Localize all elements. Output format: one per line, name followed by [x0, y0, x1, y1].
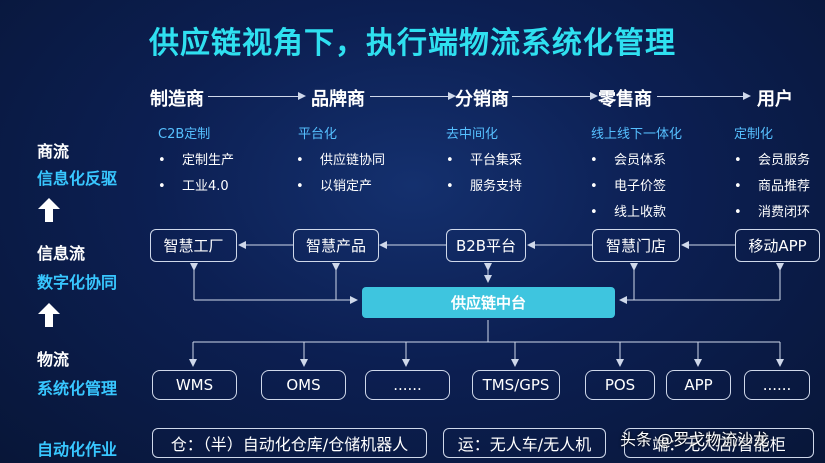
list-item: 工业4.0: [158, 174, 234, 200]
page-title: 供应链视角下，执行端物流系统化管理: [149, 26, 676, 61]
up-arrow-icon: [38, 198, 60, 222]
list-item: 会员服务: [734, 148, 810, 174]
automation-warehouse: 仓：（半）自动化仓库/仓储机器人: [152, 428, 427, 458]
column-head-platform: 平台化: [298, 127, 338, 142]
platform-smart-product: 智慧产品: [293, 229, 379, 262]
column-head-disintermediation: 去中间化: [446, 127, 499, 142]
list-item: 服务支持: [446, 174, 522, 200]
left-label-logistics: 物流: [37, 350, 70, 369]
left-label-information-flow: 信息流: [37, 244, 86, 263]
stage-arrow-head-1: [298, 92, 306, 100]
stage-arrow-3: [512, 96, 592, 97]
automation-transport: 运：无人车/无人机: [443, 428, 606, 458]
column-head-customization: 定制化: [734, 127, 774, 142]
left-label-digital-collab: 数字化协同: [37, 273, 118, 292]
left-label-automation: 自动化作业: [37, 440, 118, 459]
platform-b2b: B2B平台: [446, 229, 526, 262]
stage-brand: 品牌商: [311, 89, 365, 110]
stage-arrow-4: [657, 96, 745, 97]
column-list-omnichannel: 会员体系 电子价签 线上收款: [590, 148, 666, 226]
stage-manufacturer: 制造商: [150, 89, 204, 110]
list-item: 平台集采: [446, 148, 522, 174]
stage-arrow-head-4: [743, 92, 751, 100]
platform-smart-factory: 智慧工厂: [150, 229, 237, 262]
up-arrow-icon: [38, 303, 60, 327]
system-pos: POS: [585, 370, 655, 400]
list-item: 消费闭环: [734, 200, 810, 226]
list-item: 供应链协同: [296, 148, 385, 174]
list-item: 定制生产: [158, 148, 234, 174]
list-item: 以销定产: [296, 174, 385, 200]
column-list-disintermediation: 平台集采 服务支持: [446, 148, 522, 200]
automation-terminal: 端：无人店/智能柜: [624, 428, 814, 458]
system-app: APP: [666, 370, 731, 400]
system-wms: WMS: [152, 370, 237, 400]
stage-arrow-head-2: [448, 92, 456, 100]
stage-arrow-1: [208, 96, 300, 97]
column-list-platform: 供应链协同 以销定产: [296, 148, 385, 200]
system-more-2: ......: [744, 370, 810, 400]
system-oms: OMS: [261, 370, 346, 400]
column-list-c2b: 定制生产 工业4.0: [158, 148, 234, 200]
column-list-customization: 会员服务 商品推荐 消费闭环: [734, 148, 810, 226]
stage-distributor: 分销商: [455, 89, 509, 110]
list-item: 线上收款: [590, 200, 666, 226]
column-head-c2b: C2B定制: [158, 127, 211, 142]
stage-user: 用户: [757, 89, 793, 110]
left-label-info-feedback: 信息化反驱: [37, 169, 118, 188]
watermark: 头条 @罗戈物流沙龙: [620, 430, 770, 449]
list-item: 电子价签: [590, 174, 666, 200]
platform-smart-store: 智慧门店: [592, 229, 680, 262]
left-label-system-mgmt: 系统化管理: [37, 379, 118, 398]
system-more-1: ......: [365, 370, 450, 400]
stage-arrow-2: [370, 96, 450, 97]
platform-mobile-app: 移动APP: [735, 229, 820, 262]
stage-arrow-head-3: [590, 92, 598, 100]
supply-chain-middle-platform: 供应链中台: [362, 287, 615, 318]
system-tms-gps: TMS/GPS: [472, 370, 560, 400]
list-item: 商品推荐: [734, 174, 810, 200]
list-item: 会员体系: [590, 148, 666, 174]
column-head-omnichannel: 线上线下一体化: [591, 127, 683, 142]
left-label-commerce: 商流: [37, 142, 70, 161]
stage-retailer: 零售商: [598, 89, 652, 110]
